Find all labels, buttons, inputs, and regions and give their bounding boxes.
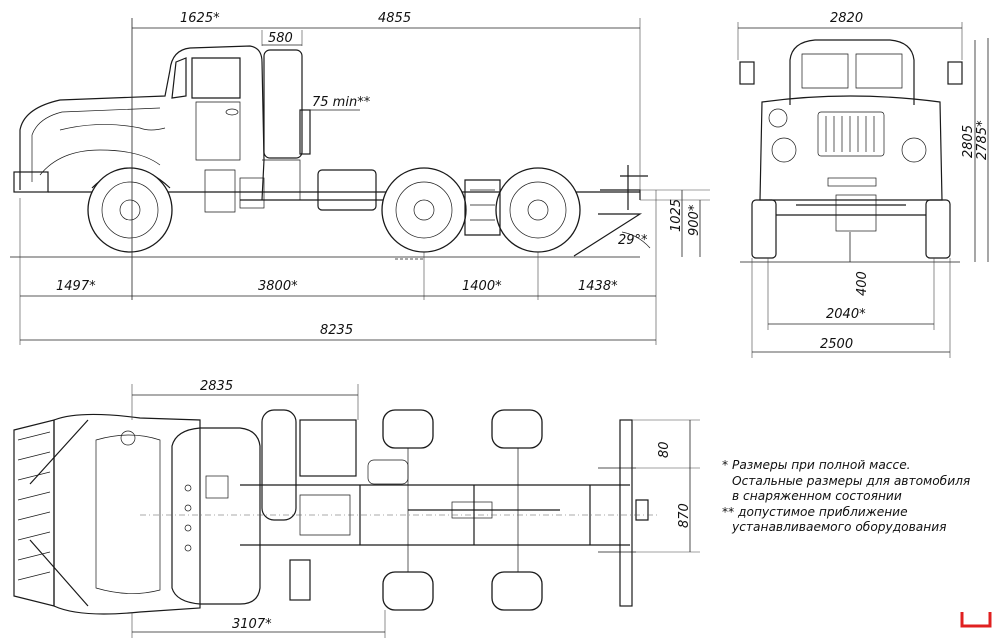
- dim-wheelbase: 3800*: [258, 279, 298, 294]
- dim-departure-angle: 29°*: [618, 233, 648, 248]
- dim-total-length: 8235: [320, 323, 353, 338]
- dim-plan-80: 80: [657, 441, 672, 458]
- dim-front-width-top: 2820: [830, 11, 863, 26]
- dim-track: 2040*: [826, 307, 866, 322]
- dim-front-overhang: 1497*: [56, 279, 96, 294]
- dim-front-height-2: 2785*: [975, 120, 990, 160]
- dim-front-overhang-top: 1625*: [180, 11, 220, 26]
- dim-plan-top: 2835: [200, 379, 233, 394]
- dim-height-900: 900*: [687, 204, 702, 236]
- note-line-2: Остальные размеры для автомобиля: [732, 473, 971, 488]
- front-view: [737, 22, 989, 358]
- corner-mark-icon: [960, 612, 992, 628]
- drawing-notes: * Размеры при полной массе. Остальные ра…: [722, 458, 997, 536]
- dim-front-width: 2500: [820, 337, 853, 352]
- dim-plan-bottom: 3107*: [232, 617, 272, 632]
- dim-bogie: 1400*: [462, 279, 502, 294]
- dim-height-1025: 1025: [669, 199, 684, 232]
- note-line-3: в снаряженном состоянии: [732, 489, 902, 503]
- dim-front-height-1: 2805: [961, 125, 976, 158]
- dim-cab-to-rear: 4855: [378, 11, 411, 26]
- note-line-5: устанавливаемого оборудования: [732, 520, 947, 534]
- dim-rear-overhang: 1438*: [578, 279, 618, 294]
- note-line-4: ** допустимое приближение: [722, 504, 908, 519]
- dim-580: 580: [268, 31, 293, 46]
- side-view: [10, 18, 710, 345]
- dim-plan-870: 870: [677, 503, 692, 528]
- dim-ground-clearance: 400: [855, 271, 870, 296]
- note-line-1: * Размеры при полной массе.: [722, 458, 911, 472]
- dim-clearance: 75 min**: [312, 95, 371, 110]
- plan-view: [13, 384, 700, 638]
